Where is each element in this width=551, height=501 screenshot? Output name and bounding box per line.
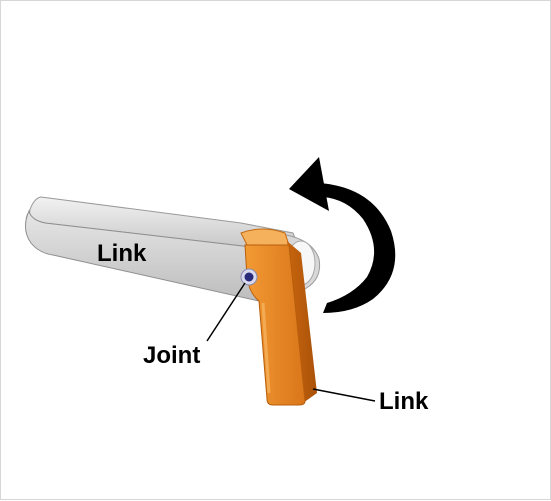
upper-link-label: Link <box>97 240 147 267</box>
lower-link-label: Link <box>379 388 429 415</box>
rotation-arrow-icon <box>289 157 396 313</box>
joint-pin <box>240 268 258 286</box>
joint-leader-line <box>206 282 246 342</box>
lower-link <box>240 228 317 406</box>
link-leader-line <box>312 388 376 402</box>
joint-label: Joint <box>143 342 200 369</box>
